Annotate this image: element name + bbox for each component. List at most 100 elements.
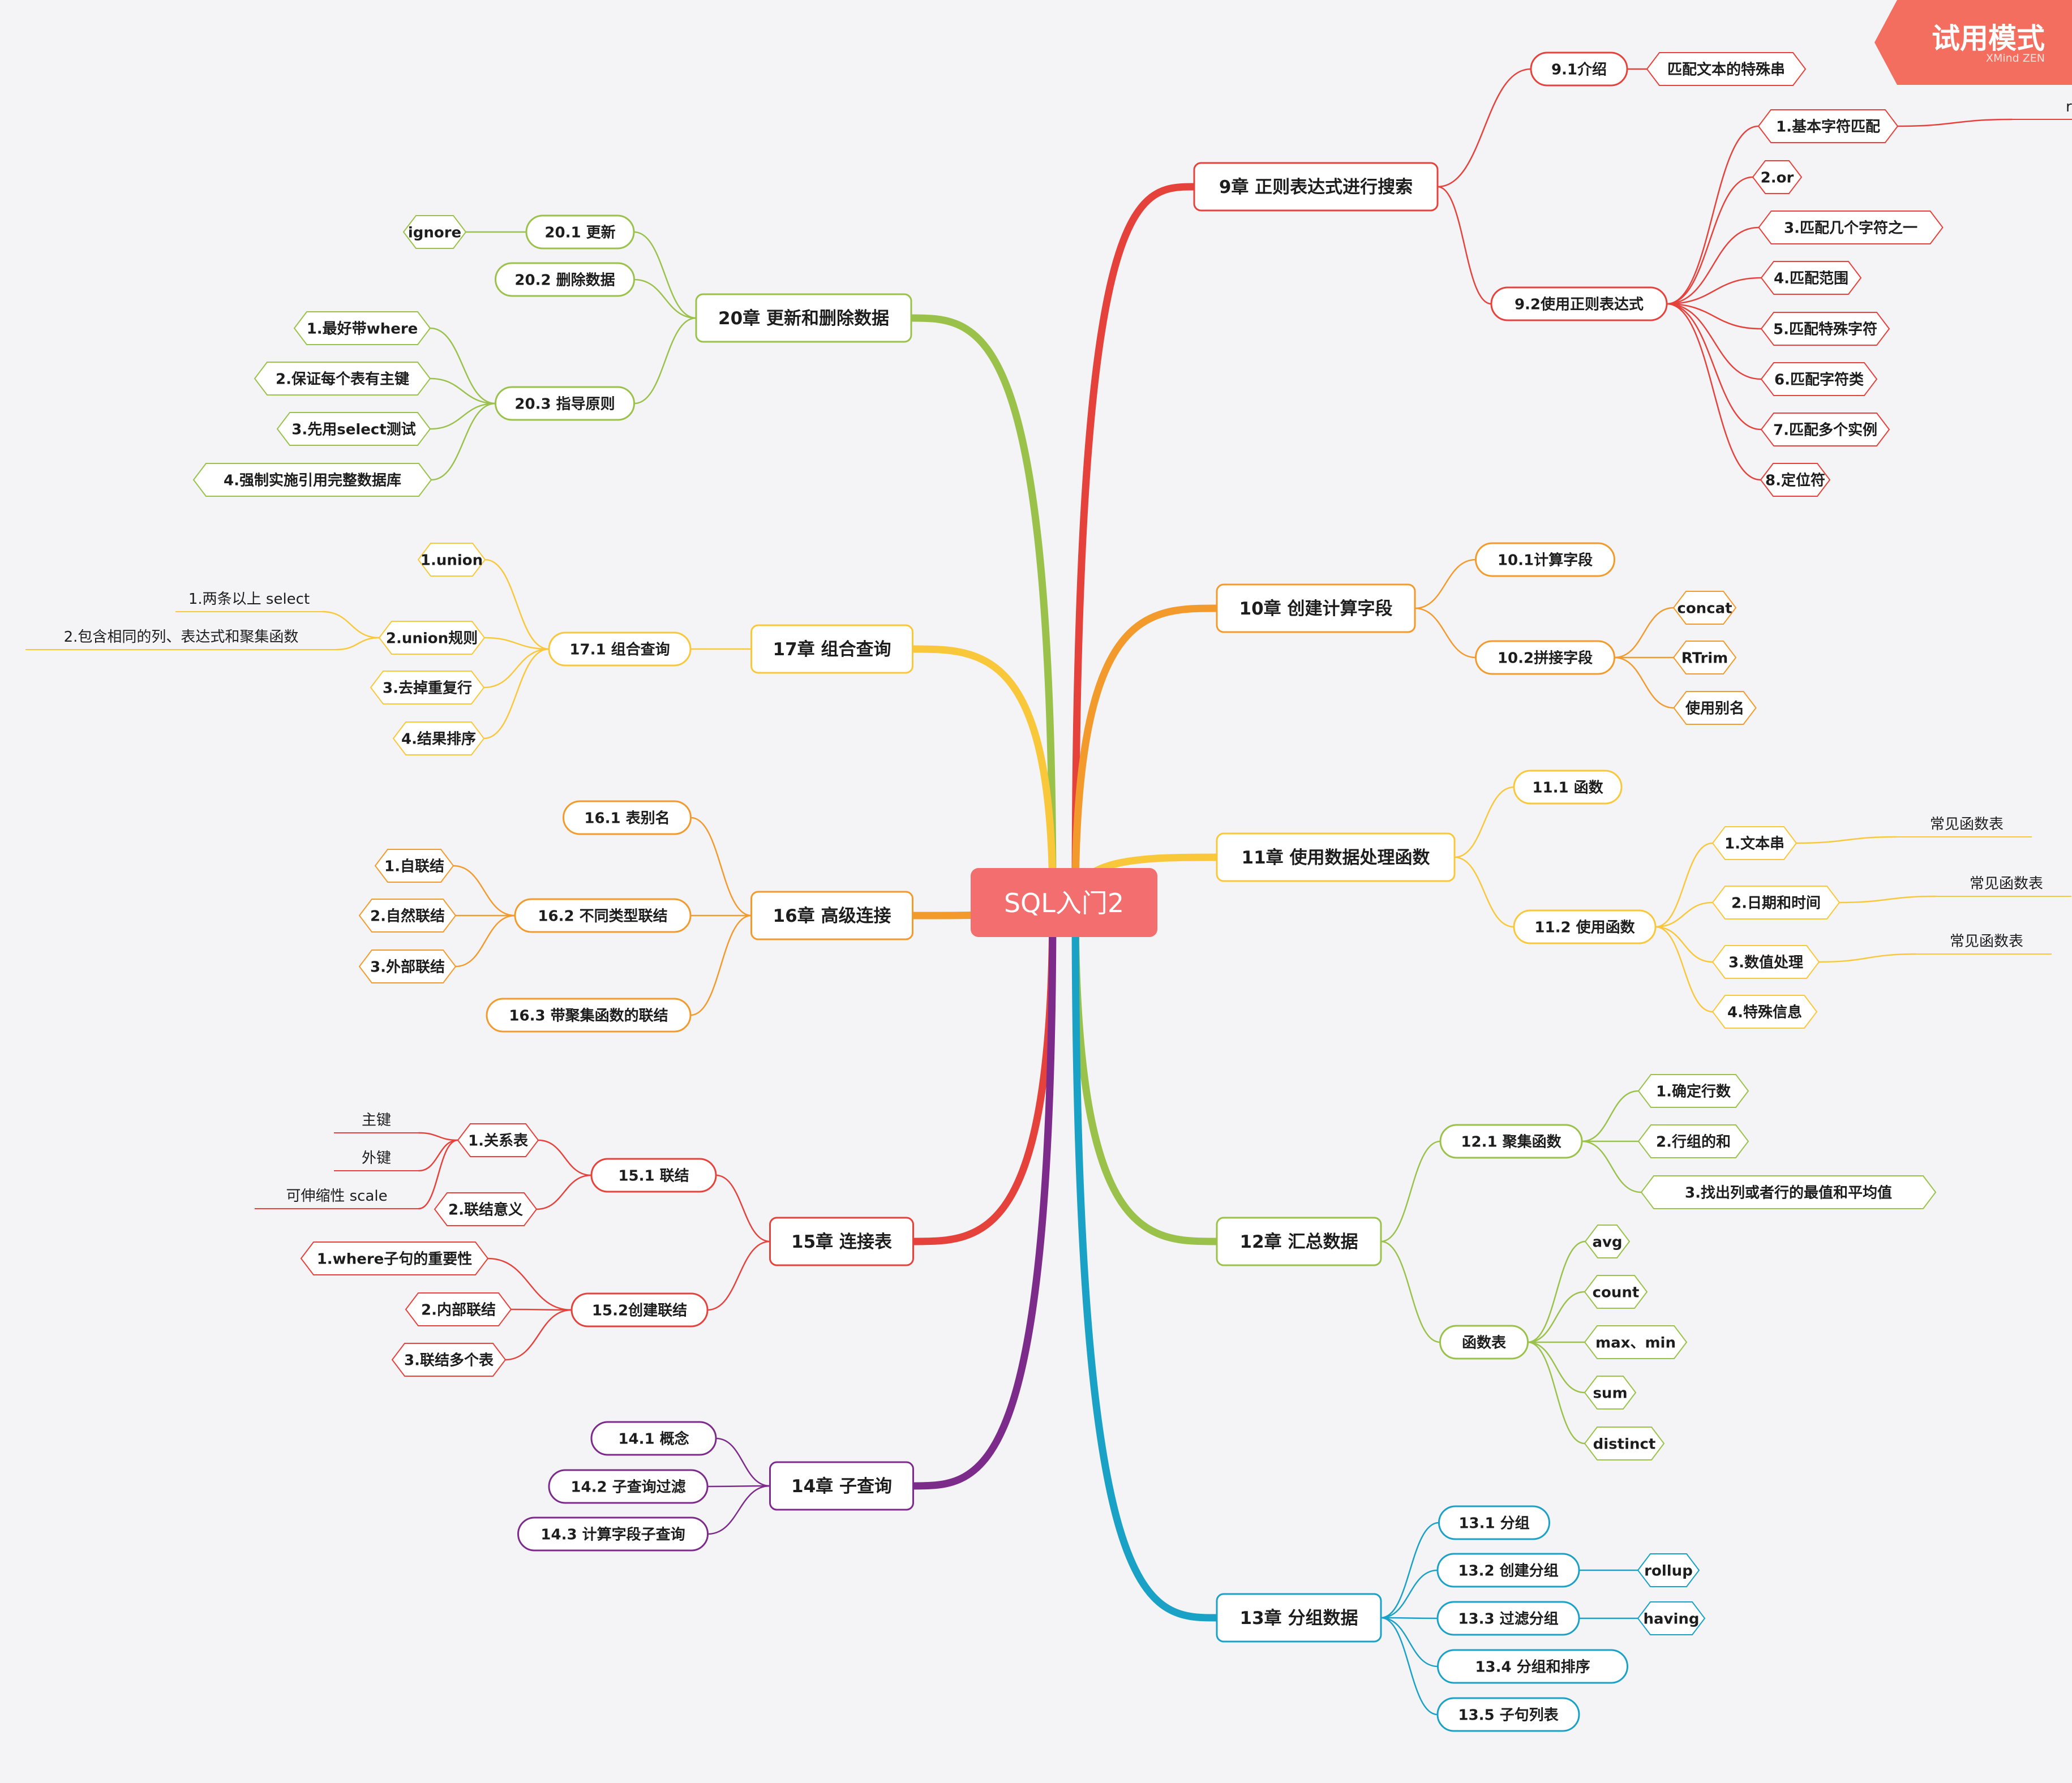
subtopic-label: 3.数值处理 (1728, 954, 1803, 971)
subtopic-connector (1380, 1522, 1440, 1619)
subtopic-box[interactable] (590, 1421, 717, 1456)
main-topic-box[interactable] (1216, 1217, 1382, 1266)
subtopic-hexagon[interactable] (378, 621, 486, 655)
subtopic-label[interactable]: 常见函数表 (1950, 933, 2023, 950)
subtopic-box[interactable] (548, 631, 692, 667)
subtopic-hexagon[interactable] (358, 899, 457, 933)
subtopic-label[interactable]: 2.包含相同的列、表达式和聚集函数 (64, 629, 299, 646)
subtopic-hexagon[interactable] (358, 949, 457, 983)
subtopic-hexagon[interactable] (1760, 362, 1878, 396)
subtopic-box[interactable] (525, 214, 635, 250)
subtopic-hexagon[interactable] (457, 1123, 539, 1157)
subtopic-box[interactable] (1439, 1124, 1583, 1159)
trial-mode-badge[interactable]: 试用模式 XMind ZEN (1874, 0, 2072, 85)
subtopic-hexagon[interactable] (391, 1343, 507, 1377)
subtopic-hexagon[interactable] (434, 1192, 538, 1226)
subtopic-label[interactable]: 常见函数表 (1970, 875, 2043, 892)
subtopic-connector (1666, 303, 1762, 380)
subtopic-hexagon[interactable] (293, 311, 431, 345)
subtopic-box[interactable] (486, 998, 692, 1033)
subtopic-label: 16.2 不同类型联结 (538, 908, 667, 925)
subtopic-hexagon[interactable] (1757, 109, 1899, 143)
subtopic-connector (1436, 68, 1532, 188)
subtopic-label[interactable]: 1.两条以上 select (188, 591, 310, 608)
subtopic-hexagon[interactable] (300, 1241, 489, 1275)
subtopic-hexagon[interactable] (1760, 261, 1862, 295)
main-topic-box[interactable] (750, 891, 913, 940)
subtopic-hexagon[interactable] (405, 1292, 512, 1326)
subtopic-label[interactable]: 外键 (362, 1150, 391, 1167)
subtopic-hexagon[interactable] (1711, 945, 1820, 979)
subtopic-box[interactable] (1490, 286, 1668, 321)
subtopic-box[interactable] (517, 1516, 709, 1552)
subtopic-hexagon[interactable] (392, 721, 485, 755)
subtopic-label[interactable]: 主键 (362, 1112, 391, 1129)
subtopic-hexagon[interactable] (1711, 826, 1798, 860)
subtopic-hexagon[interactable] (1760, 312, 1890, 346)
main-topic-box[interactable] (750, 624, 913, 674)
subtopic-hexagon[interactable] (1637, 1124, 1749, 1158)
subtopic-box[interactable] (563, 800, 692, 835)
subtopic-box[interactable] (1436, 1601, 1580, 1636)
subtopic-box[interactable] (1436, 1697, 1580, 1732)
subtopic-label[interactable]: 常见函数表 (1930, 816, 2004, 833)
subtopic-box[interactable] (1439, 1325, 1529, 1360)
subtopic-hexagon[interactable] (1584, 1225, 1631, 1258)
subtopic-hexagon[interactable] (1752, 160, 1803, 194)
subtopic-hexagon[interactable] (370, 671, 485, 704)
subtopic-label[interactable]: 可伸缩性 scale (286, 1188, 387, 1205)
subtopic-hexagon[interactable] (1760, 463, 1831, 497)
subtopic-hexagon[interactable] (1637, 1074, 1749, 1108)
main-topic-box[interactable] (769, 1217, 914, 1266)
subtopic-label: 16.3 带聚集函数的联结 (509, 1007, 668, 1024)
subtopic-box[interactable] (1438, 1505, 1550, 1540)
subtopic-hexagon[interactable] (1672, 591, 1737, 625)
subtopic-hexagon[interactable] (1584, 1275, 1648, 1309)
subtopic-hexagon[interactable] (417, 543, 486, 577)
subtopic-box[interactable] (1475, 640, 1615, 675)
subtopic-connector (1838, 895, 1937, 904)
subtopic-box[interactable] (1437, 1649, 1628, 1684)
main-topic-box[interactable] (695, 293, 912, 343)
subtopic-hexagon[interactable] (1640, 1175, 1937, 1209)
subtopic-hexagon[interactable] (1760, 413, 1890, 446)
subtopic-box[interactable] (548, 1469, 709, 1504)
subtopic-box[interactable] (514, 898, 692, 933)
subtopic-hexagon[interactable] (192, 463, 432, 497)
subtopic-hexagon[interactable] (1711, 886, 1841, 920)
subtopic-hexagon[interactable] (1646, 52, 1807, 86)
subtopic-box[interactable] (1475, 542, 1615, 577)
main-topic-box[interactable] (1216, 1593, 1382, 1643)
subtopic-hexagon[interactable] (1711, 995, 1818, 1029)
subtopic-hexagon[interactable] (1637, 1553, 1700, 1587)
subtopic-hexagon[interactable] (1584, 1325, 1688, 1359)
main-topic-box[interactable] (769, 1461, 914, 1511)
subtopic-box[interactable] (495, 262, 635, 297)
subtopic-box[interactable] (570, 1292, 709, 1327)
subtopic-connector (535, 1174, 593, 1210)
subtopic-hexagon[interactable] (1637, 1601, 1706, 1635)
subtopic-hexagon[interactable] (254, 362, 431, 396)
subtopic-hexagon[interactable] (1672, 641, 1737, 674)
main-topic-box[interactable] (1216, 832, 1456, 882)
root-topic-box[interactable] (971, 868, 1157, 937)
subtopic-hexagon[interactable] (1584, 1427, 1665, 1460)
subtopic-label: 3.找出列或者行的最值和平均值 (1685, 1184, 1892, 1201)
subtopic-box[interactable] (1513, 909, 1657, 944)
subtopic-box[interactable] (495, 386, 635, 421)
subtopic-label[interactable]: regexp (2066, 98, 2072, 115)
subtopic-hexagon[interactable] (1673, 691, 1757, 725)
subtopic-box[interactable] (1530, 51, 1628, 87)
subtopic-hexagon[interactable] (276, 412, 431, 446)
subtopic-box[interactable] (1513, 770, 1623, 805)
main-topic-label: 13章 分组数据 (1240, 1608, 1358, 1629)
subtopic-hexagon[interactable] (1758, 210, 1944, 244)
subtopic-label: 1.最好带where (307, 320, 418, 337)
subtopic-hexagon[interactable] (374, 849, 454, 883)
subtopic-box[interactable] (1436, 1553, 1580, 1588)
main-topic-box[interactable] (1193, 162, 1439, 212)
subtopic-hexagon[interactable] (1584, 1376, 1637, 1410)
main-topic-box[interactable] (1216, 583, 1416, 633)
subtopic-hexagon[interactable] (402, 215, 467, 249)
subtopic-box[interactable] (590, 1158, 717, 1193)
